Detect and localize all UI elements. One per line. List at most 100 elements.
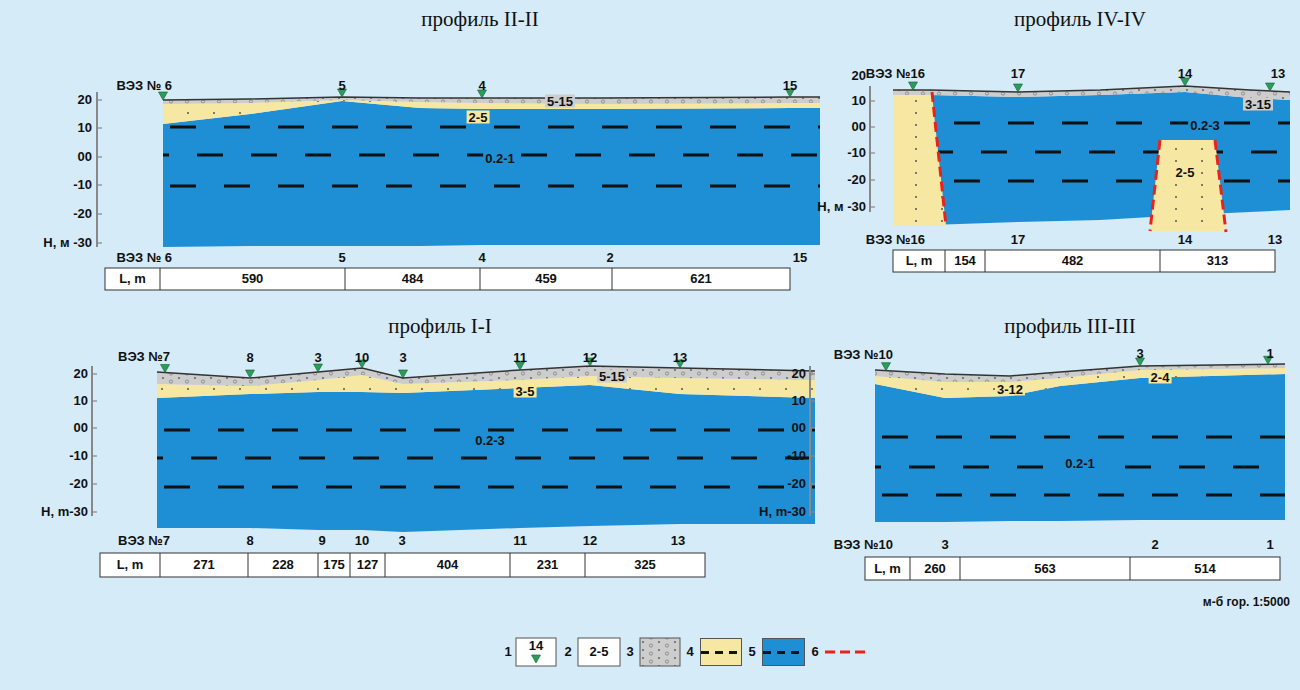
legend-samples [516, 638, 866, 666]
sounding-number: 3 [398, 534, 405, 548]
table-divider [345, 268, 346, 290]
table-divider [318, 553, 319, 577]
resistivity-label: 2-5 [1174, 166, 1197, 179]
profile-title: профиль III-III [1004, 315, 1135, 338]
ruler-tick [870, 100, 875, 101]
axis-label: 00 [792, 421, 806, 435]
sand-block [1150, 140, 1226, 231]
table-cell: 404 [437, 558, 459, 572]
ruler-tick [810, 373, 815, 374]
table-divider [480, 268, 481, 290]
ground-surface [163, 97, 820, 100]
resistivity-label: 3-12 [995, 383, 1025, 396]
table-cell: 228 [272, 558, 294, 572]
ruler-tick [92, 373, 97, 374]
ruler-tick [870, 152, 875, 153]
ruler-tick [810, 511, 815, 512]
sounding-number: 14 [1178, 67, 1192, 81]
legend-number: 2 [564, 645, 571, 659]
resistivity-label: 3-15 [1243, 98, 1273, 111]
sounding-number: 10 [355, 351, 369, 365]
table-divider [350, 553, 351, 577]
sounding-number: 15 [783, 79, 797, 93]
sounding-number: 1 [1266, 538, 1273, 552]
axis-label: -20 [787, 477, 806, 491]
topsoil-sample [640, 638, 680, 666]
ruler-tick [97, 99, 102, 100]
depth-ruler [96, 92, 98, 247]
sounding-number: 11 [513, 534, 527, 548]
ground-surface [893, 86, 1290, 92]
axis-label: 20 [792, 367, 806, 381]
table-cell: 590 [242, 272, 264, 286]
ruler-tick [810, 455, 815, 456]
table-cell: 514 [1194, 561, 1216, 575]
fault-line [932, 92, 946, 226]
clay-hatch [873, 122, 1300, 125]
axis-label: 00 [78, 150, 92, 164]
ruler-tick [810, 427, 815, 428]
geologic-section [870, 78, 1300, 272]
axis-label: H, m-30 [759, 505, 806, 519]
table-cell: 482 [1062, 254, 1084, 268]
clay-hatch [855, 494, 1300, 497]
sounding-number: 13 [671, 534, 685, 548]
sounding-number: 13 [1268, 233, 1282, 247]
axis-label: -10 [787, 449, 806, 463]
table-cell: 325 [634, 558, 656, 572]
ground-surface [875, 364, 1285, 376]
axis-label: 20 [78, 93, 92, 107]
sounding-number: ВЭЗ №10 [834, 348, 893, 362]
ruler-tick [870, 179, 875, 180]
resistivity-label: 2-5 [467, 111, 490, 124]
axis-label: H, м -30 [43, 236, 92, 250]
legend-sample-box [516, 638, 556, 666]
axis-label: 00 [74, 421, 88, 435]
ruler-tick [97, 184, 102, 185]
topsoil-layer [163, 97, 820, 104]
ruler-tick [97, 213, 102, 214]
sounding-marker [909, 82, 918, 90]
resistivity-label: 0.2-3 [473, 434, 507, 447]
resistivity-label: 0.2-1 [1063, 457, 1097, 470]
clay-layer [893, 92, 1290, 226]
table-cell: 271 [193, 558, 215, 572]
profile-title: профиль II-II [421, 8, 538, 31]
axis-label: H, м -30 [817, 200, 866, 214]
topsoil-layer [157, 366, 815, 386]
axis-label: -10 [847, 146, 866, 160]
clay-hatch [855, 436, 1300, 439]
ruler-tick [97, 242, 102, 243]
sounding-marker [882, 363, 891, 371]
sounding-number: 12 [583, 351, 597, 365]
table-cell: L, m [906, 254, 933, 268]
clay-hatch [137, 457, 835, 460]
geologic-section [92, 358, 835, 577]
table-cell: 621 [690, 272, 712, 286]
ruler-tick [92, 455, 97, 456]
table-divider [510, 553, 511, 577]
table-cell: 313 [1207, 254, 1229, 268]
resistivity-label: 2-4 [1149, 371, 1172, 384]
ruler-tick [92, 400, 97, 401]
scale-note: м-б гор. 1:5000 [1203, 596, 1290, 609]
distance-table [105, 268, 790, 290]
sounding-number: 8 [246, 534, 253, 548]
axis-label: -10 [73, 178, 92, 192]
table-divider [945, 250, 946, 272]
ground-surface [157, 366, 815, 378]
fault-line [1215, 140, 1226, 232]
legend-number: 4 [686, 645, 693, 659]
table-divider [585, 553, 586, 577]
ruler-tick [92, 483, 97, 484]
axis-label: -10 [69, 449, 88, 463]
sounding-number: 3 [399, 351, 406, 365]
ruler-tick [97, 156, 102, 157]
ruler-tick [92, 427, 97, 428]
table-cell: 484 [402, 272, 424, 286]
legend-swatch [700, 638, 742, 666]
sounding-number: 17 [1011, 233, 1025, 247]
clay-hatch [143, 185, 840, 188]
sounding-marker [532, 655, 541, 663]
legend-sample-text: 14 [529, 639, 543, 653]
